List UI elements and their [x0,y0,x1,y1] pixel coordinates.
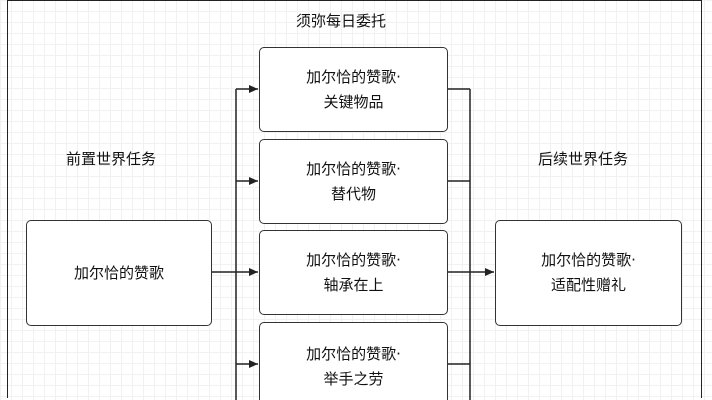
middle-box-4-subtitle: 举手之劳 [323,370,384,388]
middle-box-1-subtitle: 关键物品 [323,92,384,111]
middle-box-3-subtitle: 轴承在上 [323,275,384,294]
source-box-label: 加尔恰的赞歌 [73,263,164,282]
diagram-frame [7,0,702,398]
right-label: 后续世界任务 [538,150,629,168]
middle-box-4-title: 加尔恰的赞歌· [306,345,401,363]
top-label: 须弥每日委托 [296,12,387,30]
source-box: 加尔恰的赞歌 [26,220,212,326]
target-box: 加尔恰的赞歌· 适配性赠礼 [495,220,682,326]
middle-box-bearing: 加尔恰的赞歌· 轴承在上 [259,230,448,315]
target-box-title: 加尔恰的赞歌· [541,251,636,269]
middle-box-3-title: 加尔恰的赞歌· [306,250,401,269]
middle-box-2-title: 加尔恰的赞歌· [306,159,401,178]
middle-box-1-title: 加尔恰的赞歌· [306,67,401,86]
middle-box-2-subtitle: 替代物 [330,184,376,203]
left-label: 前置世界任务 [66,150,157,168]
middle-box-helping-hand: 加尔恰的赞歌· 举手之劳 [259,322,448,400]
middle-box-substitute: 加尔恰的赞歌· 替代物 [259,139,448,224]
target-box-subtitle: 适配性赠礼 [550,276,626,294]
middle-box-key-item: 加尔恰的赞歌· 关键物品 [259,47,448,132]
